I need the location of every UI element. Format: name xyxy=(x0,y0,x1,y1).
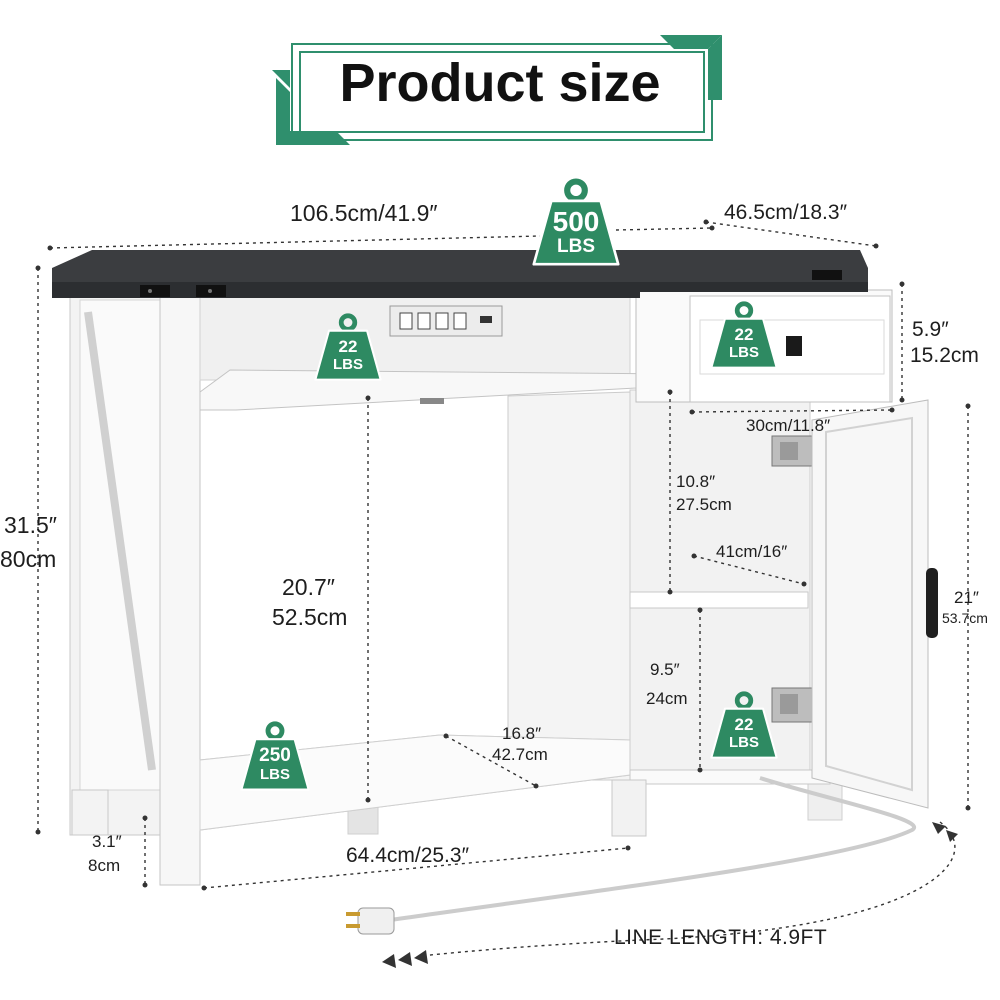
bottom-depth-in-label: 16.8″ xyxy=(502,724,542,743)
page-title: Product size xyxy=(339,53,661,113)
upper-shelf-in-label: 10.8″ xyxy=(676,472,716,491)
depth-label: 46.5cm/18.3″ xyxy=(724,201,848,224)
title-banner-frame xyxy=(272,35,722,145)
shelf-depth-label: 41cm/16″ xyxy=(716,542,788,561)
drawer-knob-icon xyxy=(786,336,802,356)
tray-weight-value: 22 xyxy=(338,337,358,356)
tray-weight-unit: LBS xyxy=(333,356,363,373)
line-length-label: LINE LENGTH: 4.9FT xyxy=(614,926,828,949)
drawer-height-cm-label: 15.2cm xyxy=(910,344,979,367)
width-label: 106.5cm/41.9″ xyxy=(290,200,438,226)
drawer-weight-value: 22 xyxy=(734,325,754,344)
bottom-depth-cm-label: 42.7cm xyxy=(492,745,548,764)
upper-shelf-cm-label: 27.5cm xyxy=(676,495,732,514)
power-outlet-icon xyxy=(399,312,467,330)
inner-width-label: 64.4cm/25.3″ xyxy=(346,844,470,867)
cabinet-height-cm-label: 53.7cm xyxy=(942,610,988,626)
lower-shelf-cm-label: 24cm xyxy=(646,689,688,708)
top-weight-value: 500 xyxy=(552,206,600,237)
door-handle-icon xyxy=(926,568,938,638)
usb-port-icon xyxy=(480,316,492,323)
height-in-label: 31.5″ xyxy=(4,512,57,538)
bottom-shelf-weight-unit: LBS xyxy=(260,766,290,783)
hinge-icon xyxy=(771,687,813,723)
knee-height-cm-label: 52.5cm xyxy=(272,604,348,630)
height-cm-label: 80cm xyxy=(0,546,57,572)
drawer-width-label: 30cm/11.8″ xyxy=(746,416,831,435)
cabinet-weight-value: 22 xyxy=(734,715,754,734)
power-plug-icon xyxy=(346,907,395,935)
hinge-icon xyxy=(771,435,813,467)
leg-height-in-label: 3.1″ xyxy=(92,832,122,851)
knee-height-in-label: 20.7″ xyxy=(282,574,335,600)
leg-height-cm-label: 8cm xyxy=(88,856,121,875)
bottom-shelf-weight-value: 250 xyxy=(259,745,291,766)
cabinet-height-in-label: 21″ xyxy=(954,588,979,607)
cabinet-weight-unit: LBS xyxy=(729,734,759,751)
drawer-height-in-label: 5.9″ xyxy=(912,318,949,341)
lower-shelf-in-label: 9.5″ xyxy=(650,660,680,679)
drawer-weight-unit: LBS xyxy=(729,344,759,361)
top-weight-unit: LBS xyxy=(557,236,595,257)
